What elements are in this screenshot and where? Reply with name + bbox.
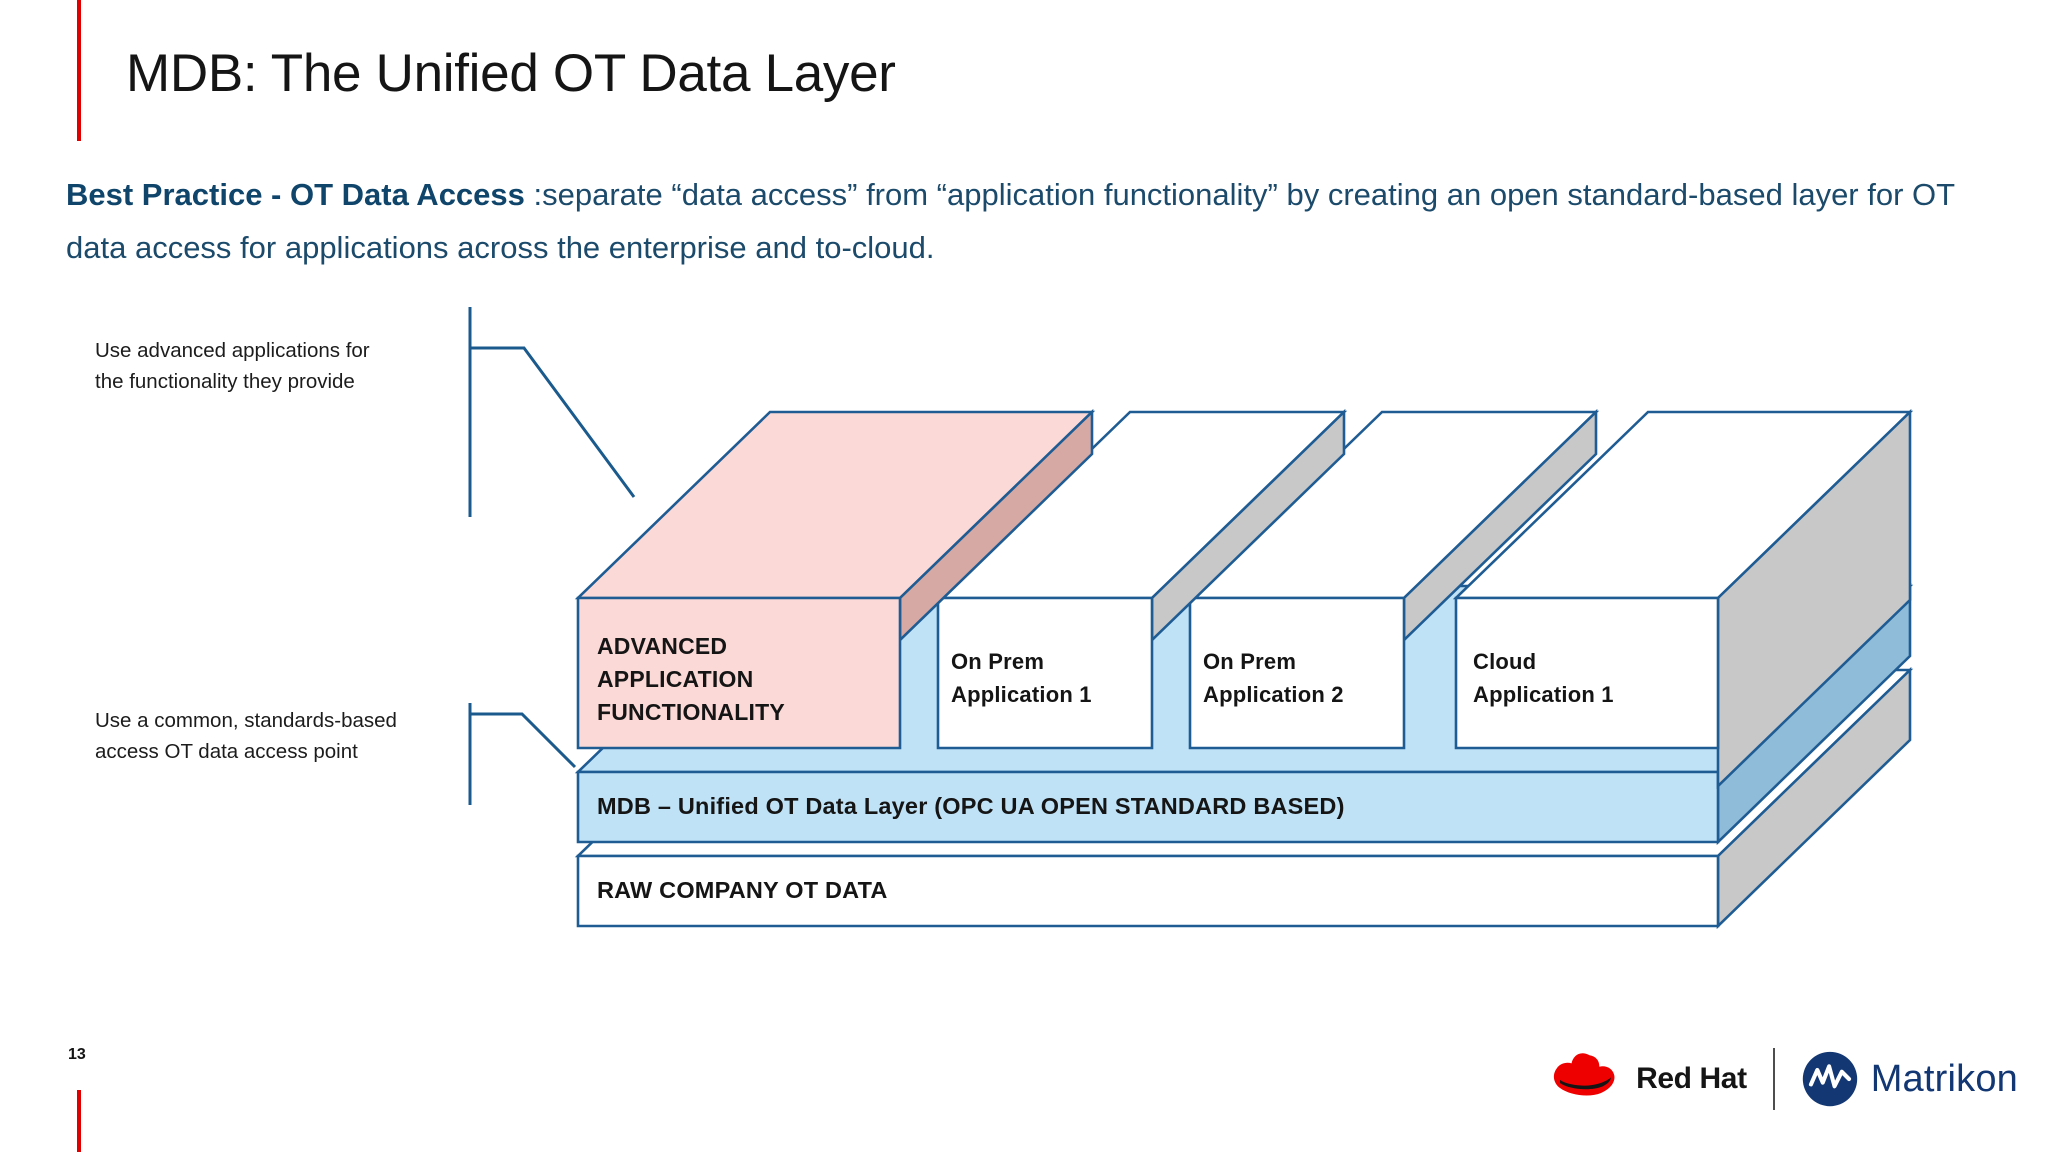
subtitle-paragraph: Best Practice - OT Data Access :separate… bbox=[66, 168, 1966, 274]
block-label-cloud-1-line1: Cloud bbox=[1473, 649, 1537, 674]
matrikon-logo: Matrikon bbox=[1801, 1050, 2018, 1108]
block-label-on-prem-1-line1: On Prem bbox=[951, 649, 1045, 674]
block-label-cloud-1-line2: Application 1 bbox=[1473, 682, 1614, 707]
block-on-prem-application-2 bbox=[1186, 408, 1600, 750]
footer-logos: Red Hat Matrikon bbox=[1542, 1048, 2018, 1110]
block-label-advanced-line3: FUNCTIONALITY bbox=[597, 699, 785, 725]
layer-label-mdb: MDB – Unified OT Data Layer (OPC UA OPEN… bbox=[597, 793, 1345, 819]
redhat-logo: Red Hat bbox=[1542, 1050, 1747, 1108]
logo-divider bbox=[1772, 1048, 1775, 1110]
block-label-on-prem-1: On Prem Application 1 bbox=[951, 645, 1092, 711]
callout-advanced-applications: Use advanced applications for the functi… bbox=[95, 339, 370, 393]
redhat-fedora-icon bbox=[1554, 1053, 1615, 1096]
accent-rule-bottom bbox=[77, 1090, 81, 1152]
block-label-on-prem-2: On Prem Application 2 bbox=[1203, 645, 1344, 711]
page-title: MDB: The Unified OT Data Layer bbox=[126, 44, 896, 103]
block-label-on-prem-1-line2: Application 1 bbox=[951, 682, 1092, 707]
subtitle-rest: :separate “data access” from “applicatio… bbox=[66, 177, 1955, 265]
callout-common-access-point: Use a common, standards-based access OT … bbox=[95, 709, 397, 763]
block-label-advanced: ADVANCED APPLICATION FUNCTIONALITY bbox=[597, 630, 785, 729]
block-label-on-prem-2-line1: On Prem bbox=[1203, 649, 1297, 674]
block-label-advanced-line2: APPLICATION bbox=[597, 666, 754, 692]
block-cloud-application-1 bbox=[1452, 408, 1914, 790]
page-number: 13 bbox=[68, 1046, 86, 1063]
block-label-cloud-1: Cloud Application 1 bbox=[1473, 645, 1614, 711]
redhat-wordmark: Red Hat bbox=[1636, 1062, 1747, 1095]
matrikon-mark-icon bbox=[1802, 1051, 1857, 1107]
layer-label-raw: RAW COMPANY OT DATA bbox=[597, 877, 888, 903]
block-label-on-prem-2-line2: Application 2 bbox=[1203, 682, 1344, 707]
subtitle-lead: Best Practice - OT Data Access bbox=[66, 177, 525, 212]
matrikon-wordmark: Matrikon bbox=[1870, 1057, 2018, 1100]
accent-rule-top bbox=[77, 0, 81, 141]
block-advanced-application-functionality bbox=[574, 408, 1096, 750]
block-label-advanced-line1: ADVANCED bbox=[597, 633, 728, 659]
block-on-prem-application-1 bbox=[934, 408, 1348, 750]
